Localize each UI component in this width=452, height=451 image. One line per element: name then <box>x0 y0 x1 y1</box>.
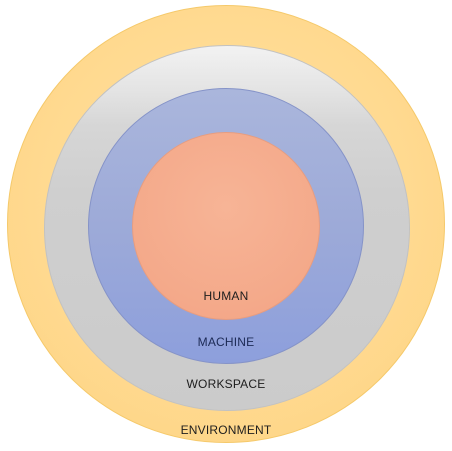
environment-label: ENVIRONMENT <box>180 423 272 437</box>
workspace-label: WORKSPACE <box>186 377 266 391</box>
human-circle <box>132 132 320 320</box>
human-label: HUMAN <box>203 289 249 303</box>
machine-label: MACHINE <box>197 335 255 349</box>
